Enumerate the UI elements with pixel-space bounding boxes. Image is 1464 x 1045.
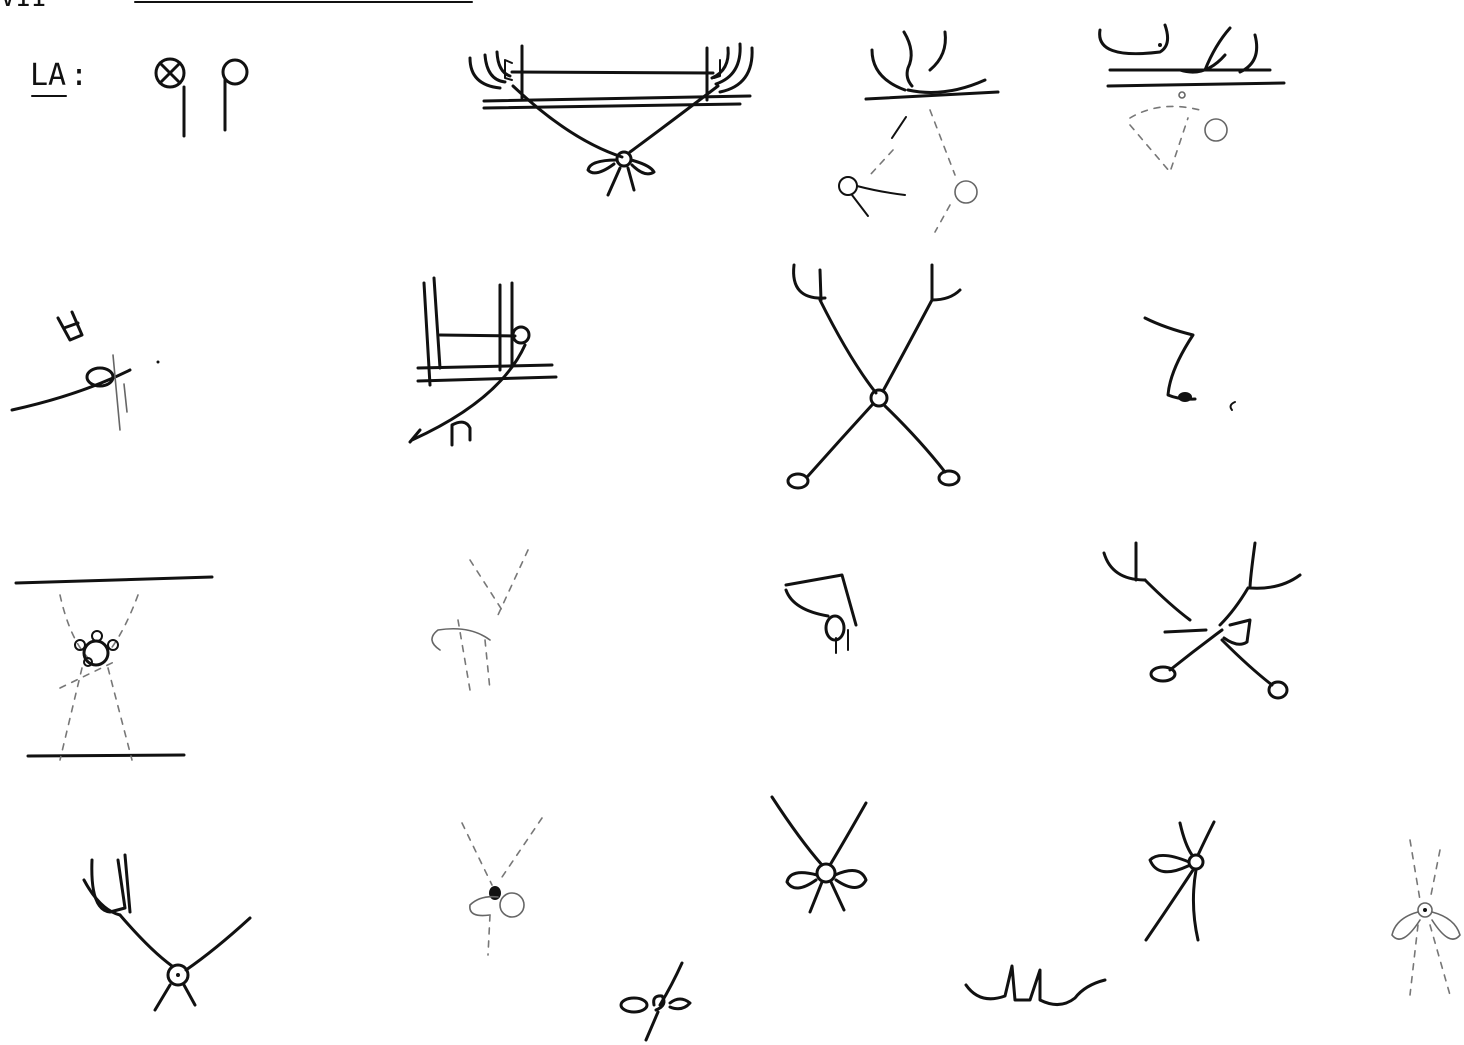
figure-faint-cross-dot — [462, 818, 542, 955]
figure-faint-strokes — [432, 550, 528, 690]
crossed-circle-icon — [156, 59, 184, 136]
figure-hand-cross — [84, 855, 250, 1010]
key-symbols: LA : — [30, 58, 247, 136]
figure-bow-between-walls — [470, 44, 752, 195]
figure-arcs-over-line-faint-knot — [839, 32, 998, 232]
figure-knot-between-lines — [16, 577, 212, 760]
key-separator: : — [70, 58, 88, 93]
figure-bow-loop-left — [1146, 822, 1214, 940]
figure-faint-bow-right — [1392, 840, 1460, 995]
figure-cross-with-loops — [788, 265, 960, 488]
roman-numeral-fragment: VII — [0, 0, 47, 13]
figure-arcs-over-line-faint-loop — [1100, 25, 1284, 172]
figure-wavy-cup — [966, 966, 1105, 1005]
circle-pin-icon — [223, 60, 247, 130]
figure-small-hand-on-curve — [12, 312, 160, 430]
figure-posts-with-curve — [410, 278, 556, 445]
header: VII — [0, 0, 472, 13]
key-label: LA — [30, 58, 66, 93]
figure-z-stroke-dot — [1145, 318, 1235, 410]
figure-cross-with-hand — [1104, 543, 1300, 698]
figure-small-bow — [621, 963, 690, 1040]
figure-finger-tip — [786, 575, 856, 653]
figure-bow-knot — [772, 797, 866, 912]
